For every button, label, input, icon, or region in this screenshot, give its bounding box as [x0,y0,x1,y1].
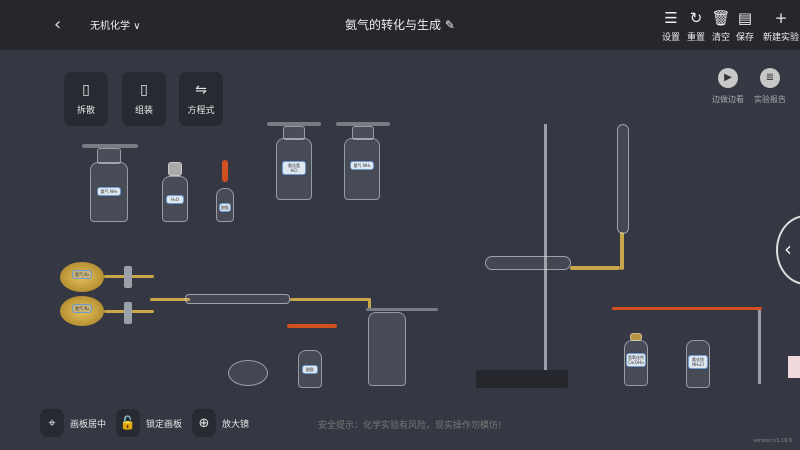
glass-plate [336,122,390,126]
crosshair-icon: ⌖ [40,409,64,437]
top-bar: ‹ 无机化学 ∨ 氨气的转化与生成 ✎ ☰ 设置 ↻ 重置 🗑 清空 ▤ 保存 + 新建实… [0,0,800,50]
reset-label: 重置 [686,33,705,43]
disassemble-button[interactable]: ▯ 拆散 [64,72,108,126]
assemble-button[interactable]: ▯ 组装 [122,72,166,126]
glass-plate [82,144,138,148]
reagent-label: 氨气 NH₃ [97,187,121,196]
report-label: 实验报告 [754,95,786,104]
version-label: version:v3.19.9 [753,438,792,444]
chevron-left-icon: ‹ [784,237,792,261]
reagent-label: 氮气 N₂ [72,304,92,313]
glass-rod-dropper[interactable] [287,324,337,328]
clear-button[interactable]: 🗑 清空 [709,8,733,43]
save-icon: ▤ [737,9,753,27]
hcl-gas-bottle[interactable]: 氯化氢 HCl [276,138,312,200]
safety-notice: 安全提示：化学实验有风险，现实操作勿模仿! [318,421,502,431]
glass-plate [267,122,321,126]
report-button[interactable]: ≣ 实验报告 [748,68,792,105]
reagent-label: 氢气 H₂ [72,270,92,279]
chevron-down-icon: ∨ [133,21,141,32]
assemble-icon: ▯ [140,82,148,98]
reagent-label: 酚酞 [219,203,231,212]
subject-dropdown[interactable]: 无机化学 ∨ [90,17,141,32]
y-tube [150,298,190,301]
save-button[interactable]: ▤ 保存 [733,8,757,43]
phenolphthalein-bottle-2[interactable]: 酚酞 [298,350,322,388]
reagent-label: 氯化铵 NH₄Cl [688,355,708,369]
reagent-label: 酚酞 [302,365,318,374]
watch-label: 边做边看 [712,95,744,104]
settings-label: 设置 [661,33,680,43]
reaction-tube[interactable] [185,294,290,304]
nh3-gas-bottle-2[interactable]: 氨气 NH₃ [344,138,380,200]
connecting-tube [368,298,371,310]
bottle-neck [352,126,374,140]
save-label: 保存 [735,33,754,43]
side-panel-toggle[interactable]: ‹ [776,215,800,285]
watch-while-doing-button[interactable]: ▶ 边做边看 [706,68,750,105]
reagent-label: H₂O [166,195,184,204]
lock-canvas-button[interactable]: 🔓 锁定画板 [116,408,182,438]
test-tube-horizontal[interactable] [485,256,571,270]
alcohol-lamp[interactable] [228,360,268,386]
equation-button[interactable]: ⇋ 方程式 [179,72,223,126]
delivery-tube [570,266,620,270]
iron-stand-rod [544,124,547,374]
reagent-label: 氯化氢 HCl [282,161,306,175]
calcium-hydroxide-bottle[interactable]: 氢氧化钙 Ca(OH)₂ [624,340,648,386]
delivery-tube [620,232,624,270]
glass-plate [366,308,438,311]
phenolphthalein-bottle[interactable]: 酚酞 [216,188,234,222]
equation-label: 方程式 [187,106,215,116]
collecting-bottle[interactable] [368,312,406,386]
reset-button[interactable]: ↻ 重置 [684,8,708,43]
new-experiment-label: 新建实验 [762,33,799,43]
water-bottle[interactable]: H₂O [162,176,188,222]
nh3-gas-bottle[interactable]: 氨气 NH₃ [90,162,128,222]
page-title: 氨气的转化与生成 ✎ [0,16,800,33]
sliders-icon: ☰ [664,9,678,27]
assemble-label: 组装 [134,106,153,116]
unlock-icon: 🔓 [116,409,140,437]
play-icon: ▶ [718,68,738,88]
stopcock[interactable] [124,302,132,324]
ph-paper[interactable] [788,356,800,378]
center-canvas-label: 画板居中 [70,419,107,430]
inverted-test-tube[interactable] [617,124,629,234]
equation-icon: ⇋ [195,82,207,98]
settings-button[interactable]: ☰ 设置 [659,8,683,43]
connecting-tube [290,298,370,301]
stopcock[interactable] [124,266,132,288]
disassemble-label: 拆散 [76,106,95,116]
new-experiment-button[interactable]: + 新建实验 [762,8,800,43]
ammonium-chloride-bottle[interactable]: 氯化铵 NH₄Cl [686,340,710,388]
report-icon: ≣ [760,68,780,88]
iron-stand-base [476,370,568,388]
reagent-label: 氢氧化钙 Ca(OH)₂ [626,353,646,367]
zoom-in-icon: ⊕ [192,409,216,437]
disassemble-icon: ▯ [82,82,90,98]
subject-label: 无机化学 [90,21,130,32]
center-canvas-button[interactable]: ⌖ 画板居中 [40,408,106,438]
back-button[interactable]: ‹ [54,14,62,35]
clear-label: 清空 [711,33,730,43]
lock-canvas-label: 锁定画板 [146,419,183,430]
edit-icon[interactable]: ✎ [444,18,455,32]
trash-icon: 🗑 [711,9,731,27]
title-text: 氨气的转化与生成 [345,18,442,32]
plus-icon: + [774,9,788,27]
glass-rod[interactable] [612,307,762,310]
dropper-bulb[interactable] [222,160,228,182]
magnifier-button[interactable]: ⊕ 放大镜 [192,408,249,438]
bottle-neck [97,148,121,164]
bottle-neck [283,126,305,140]
h2-gas-bag[interactable]: 氢气 H₂ [60,262,104,292]
n2-gas-bag[interactable]: 氮气 N₂ [60,296,104,326]
reagent-label: 氨气 NH₃ [350,161,374,170]
refresh-icon: ↻ [689,9,703,27]
bottle-cap [168,162,182,176]
magnifier-label: 放大镜 [222,419,250,430]
dropper-pipette[interactable] [758,310,761,384]
